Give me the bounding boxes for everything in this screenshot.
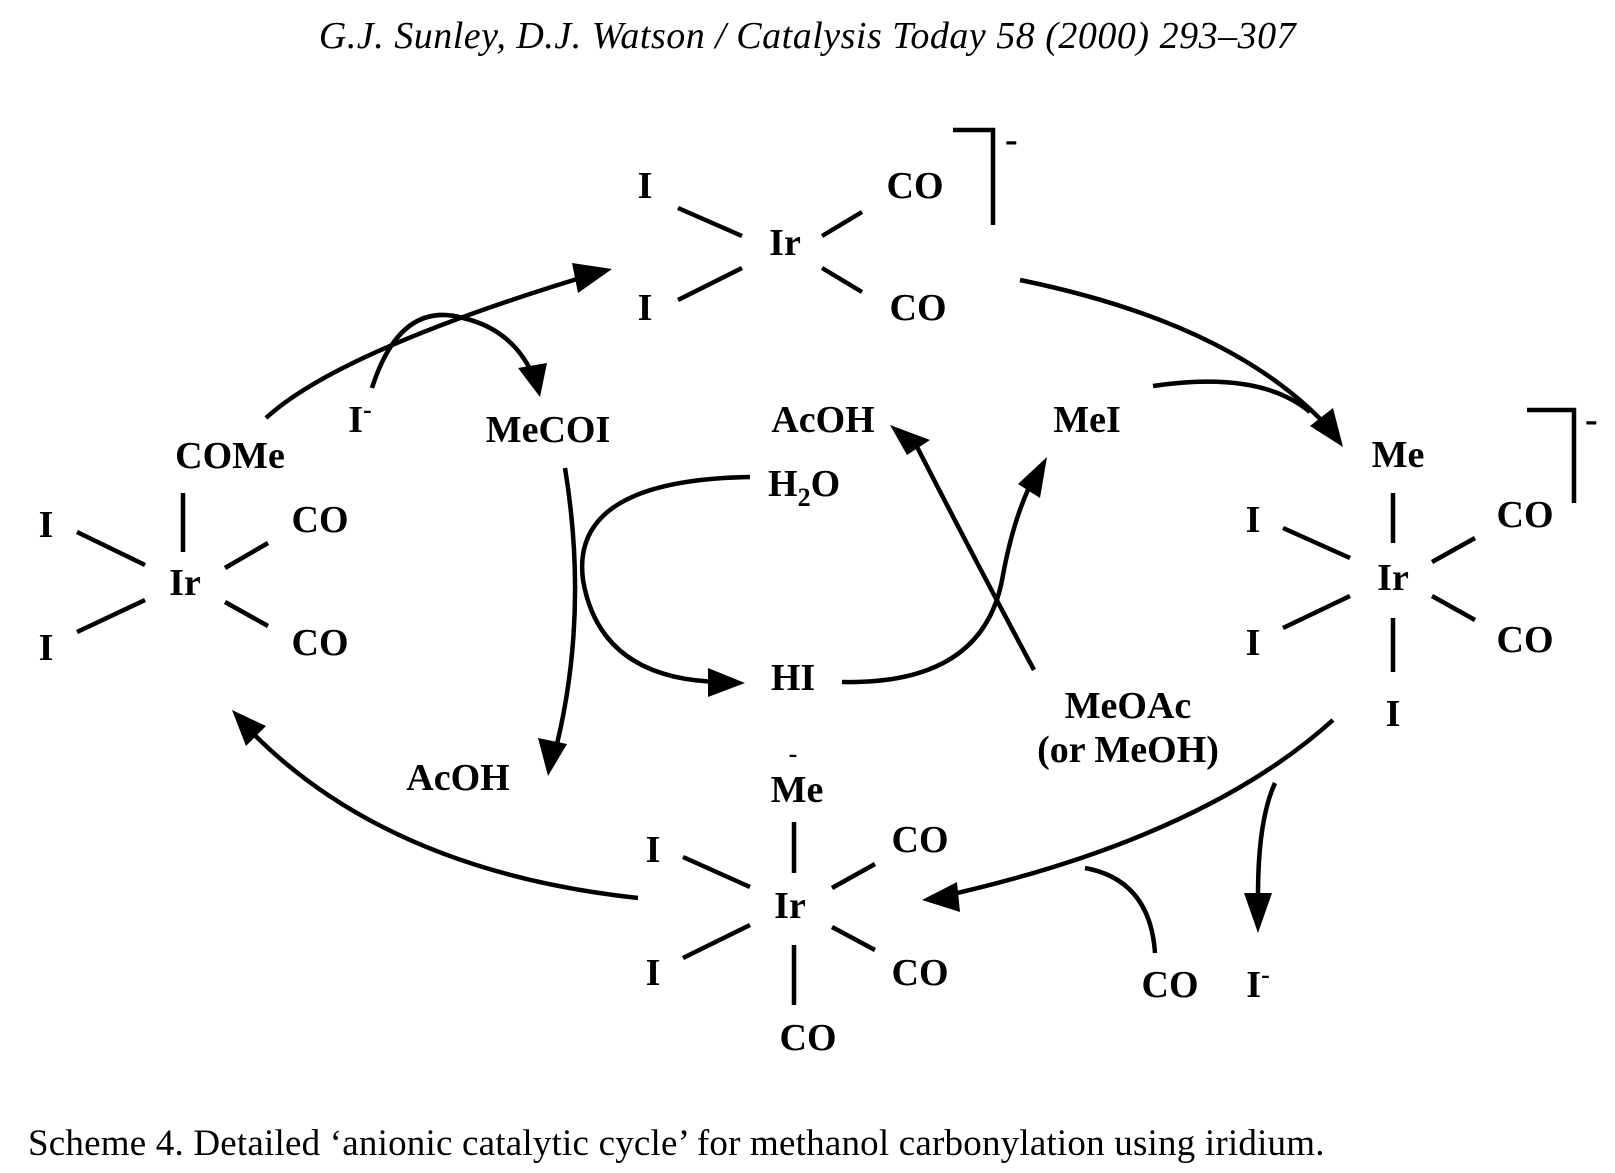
h2o-label: H2O <box>768 463 840 512</box>
arrow-meoac-to-acoh <box>912 441 1036 672</box>
arrow-iodide-out <box>1255 782 1278 896</box>
arrowhead <box>518 363 547 397</box>
complex-bottom-ligand-ur: CO <box>892 819 949 861</box>
complex-right-metal: Ir <box>1377 557 1409 599</box>
arrow-h2o-to-hi <box>579 474 751 685</box>
arrow-iodide-mecoi <box>369 312 538 389</box>
iodide-in-label: I- <box>348 395 371 441</box>
bracket <box>953 127 996 225</box>
arrowhead <box>232 710 266 746</box>
bond <box>223 541 270 570</box>
complex-left-metal: Ir <box>169 562 201 604</box>
arrow-co-in <box>1084 865 1158 954</box>
complex-bottom-ligand-bottom: CO <box>780 1017 837 1059</box>
bond <box>223 600 270 628</box>
figure-caption: Scheme 4. Detailed ‘anionic catalytic cy… <box>28 1123 1325 1164</box>
arrow-oxidative-addition <box>1019 277 1337 437</box>
complex-bottom-charge: - <box>789 739 798 768</box>
bracket <box>1527 407 1577 503</box>
meoac-label: MeOAc <box>1065 685 1192 727</box>
bond <box>1282 593 1351 631</box>
complex-top-ligand-ll: I <box>638 287 653 329</box>
arrowhead <box>538 738 567 776</box>
complex-top: I I Ir CO CO - <box>638 119 1018 329</box>
or-meoh-label: (or MeOH) <box>1037 729 1219 771</box>
mei-label: MeI <box>1053 399 1121 441</box>
complex-top-ligand-ur: CO <box>887 165 944 207</box>
complex-right: Me I I Ir CO CO I - <box>1246 399 1598 735</box>
complex-left: COMe I I Ir CO CO <box>39 435 349 669</box>
cycle-arrows <box>232 263 1343 912</box>
complex-bottom-ligand-top: Me <box>771 769 824 811</box>
complex-right-ligand-ll: I <box>1246 622 1261 664</box>
arrowhead <box>922 882 960 912</box>
complex-left-ligand-top: COMe <box>175 435 285 477</box>
bond <box>1282 525 1351 561</box>
complex-top-charge: - <box>1005 119 1018 161</box>
complex-left-ligand-ll: I <box>39 627 54 669</box>
complex-top-ligand-lr: CO <box>890 287 947 329</box>
journal-header: G.J. Sunley, D.J. Watson / Catalysis Tod… <box>318 15 1297 57</box>
bond <box>1430 594 1477 622</box>
arrow-mecoi-to-acoh <box>550 467 578 761</box>
bond <box>830 925 877 952</box>
arrow-migratory-insertion <box>240 720 639 901</box>
arrow-co-substitution <box>934 718 1335 901</box>
bond <box>1430 536 1477 564</box>
complex-top-metal: Ir <box>769 222 801 264</box>
bond <box>76 529 146 568</box>
mecoi-label: MeCOI <box>486 409 611 451</box>
bond <box>76 597 146 635</box>
arrowhead <box>572 263 612 293</box>
arrow-mei-in <box>1152 379 1312 414</box>
complex-right-ligand-ul: I <box>1246 499 1261 541</box>
iodide-out-label: I- <box>1246 960 1269 1006</box>
complex-right-ligand-ur: CO <box>1497 494 1554 536</box>
organic-cycle-arrows <box>538 425 1047 776</box>
bond <box>676 265 744 303</box>
complex-left-ligand-ur: CO <box>292 499 349 541</box>
arrow-hi-to-mei <box>841 468 1040 685</box>
bond <box>830 862 877 890</box>
complex-bottom-ligand-lr: CO <box>892 952 949 994</box>
acoh-center-label: AcOH <box>771 399 874 441</box>
complex-bottom-ligand-ul: I <box>646 829 661 871</box>
complex-right-ligand-bottom: I <box>1386 693 1401 735</box>
complex-left-ligand-lr: CO <box>292 622 349 664</box>
arrow-reductive-elimination <box>264 269 601 420</box>
arrowhead <box>1310 408 1343 447</box>
complex-bottom-ligand-ll: I <box>646 952 661 994</box>
complex-bottom: - Me I I Ir CO CO CO <box>646 739 949 1059</box>
complex-right-charge: - <box>1585 399 1598 441</box>
bond <box>820 266 864 294</box>
arrowhead <box>1018 457 1047 498</box>
arrowhead <box>708 668 745 697</box>
complex-bottom-metal: Ir <box>774 885 806 927</box>
acoh-lower-label: AcOH <box>406 757 509 799</box>
bond <box>820 210 864 238</box>
bond <box>677 205 743 239</box>
bond <box>682 922 751 961</box>
side-arrows <box>369 312 1312 954</box>
complex-top-ligand-ul: I <box>638 165 653 207</box>
co-in-label: CO <box>1142 964 1199 1006</box>
hi-label: HI <box>771 657 815 699</box>
species: I- MeCOI AcOH H2O MeI HI AcOH MeOAc (or … <box>348 395 1269 1006</box>
arrowhead <box>1244 893 1272 933</box>
complex-right-ligand-lr: CO <box>1497 619 1554 661</box>
complex-left-ligand-ul: I <box>39 504 54 546</box>
complex-right-ligand-top: Me <box>1372 434 1425 476</box>
arrowhead <box>890 425 930 455</box>
bond <box>682 854 751 890</box>
